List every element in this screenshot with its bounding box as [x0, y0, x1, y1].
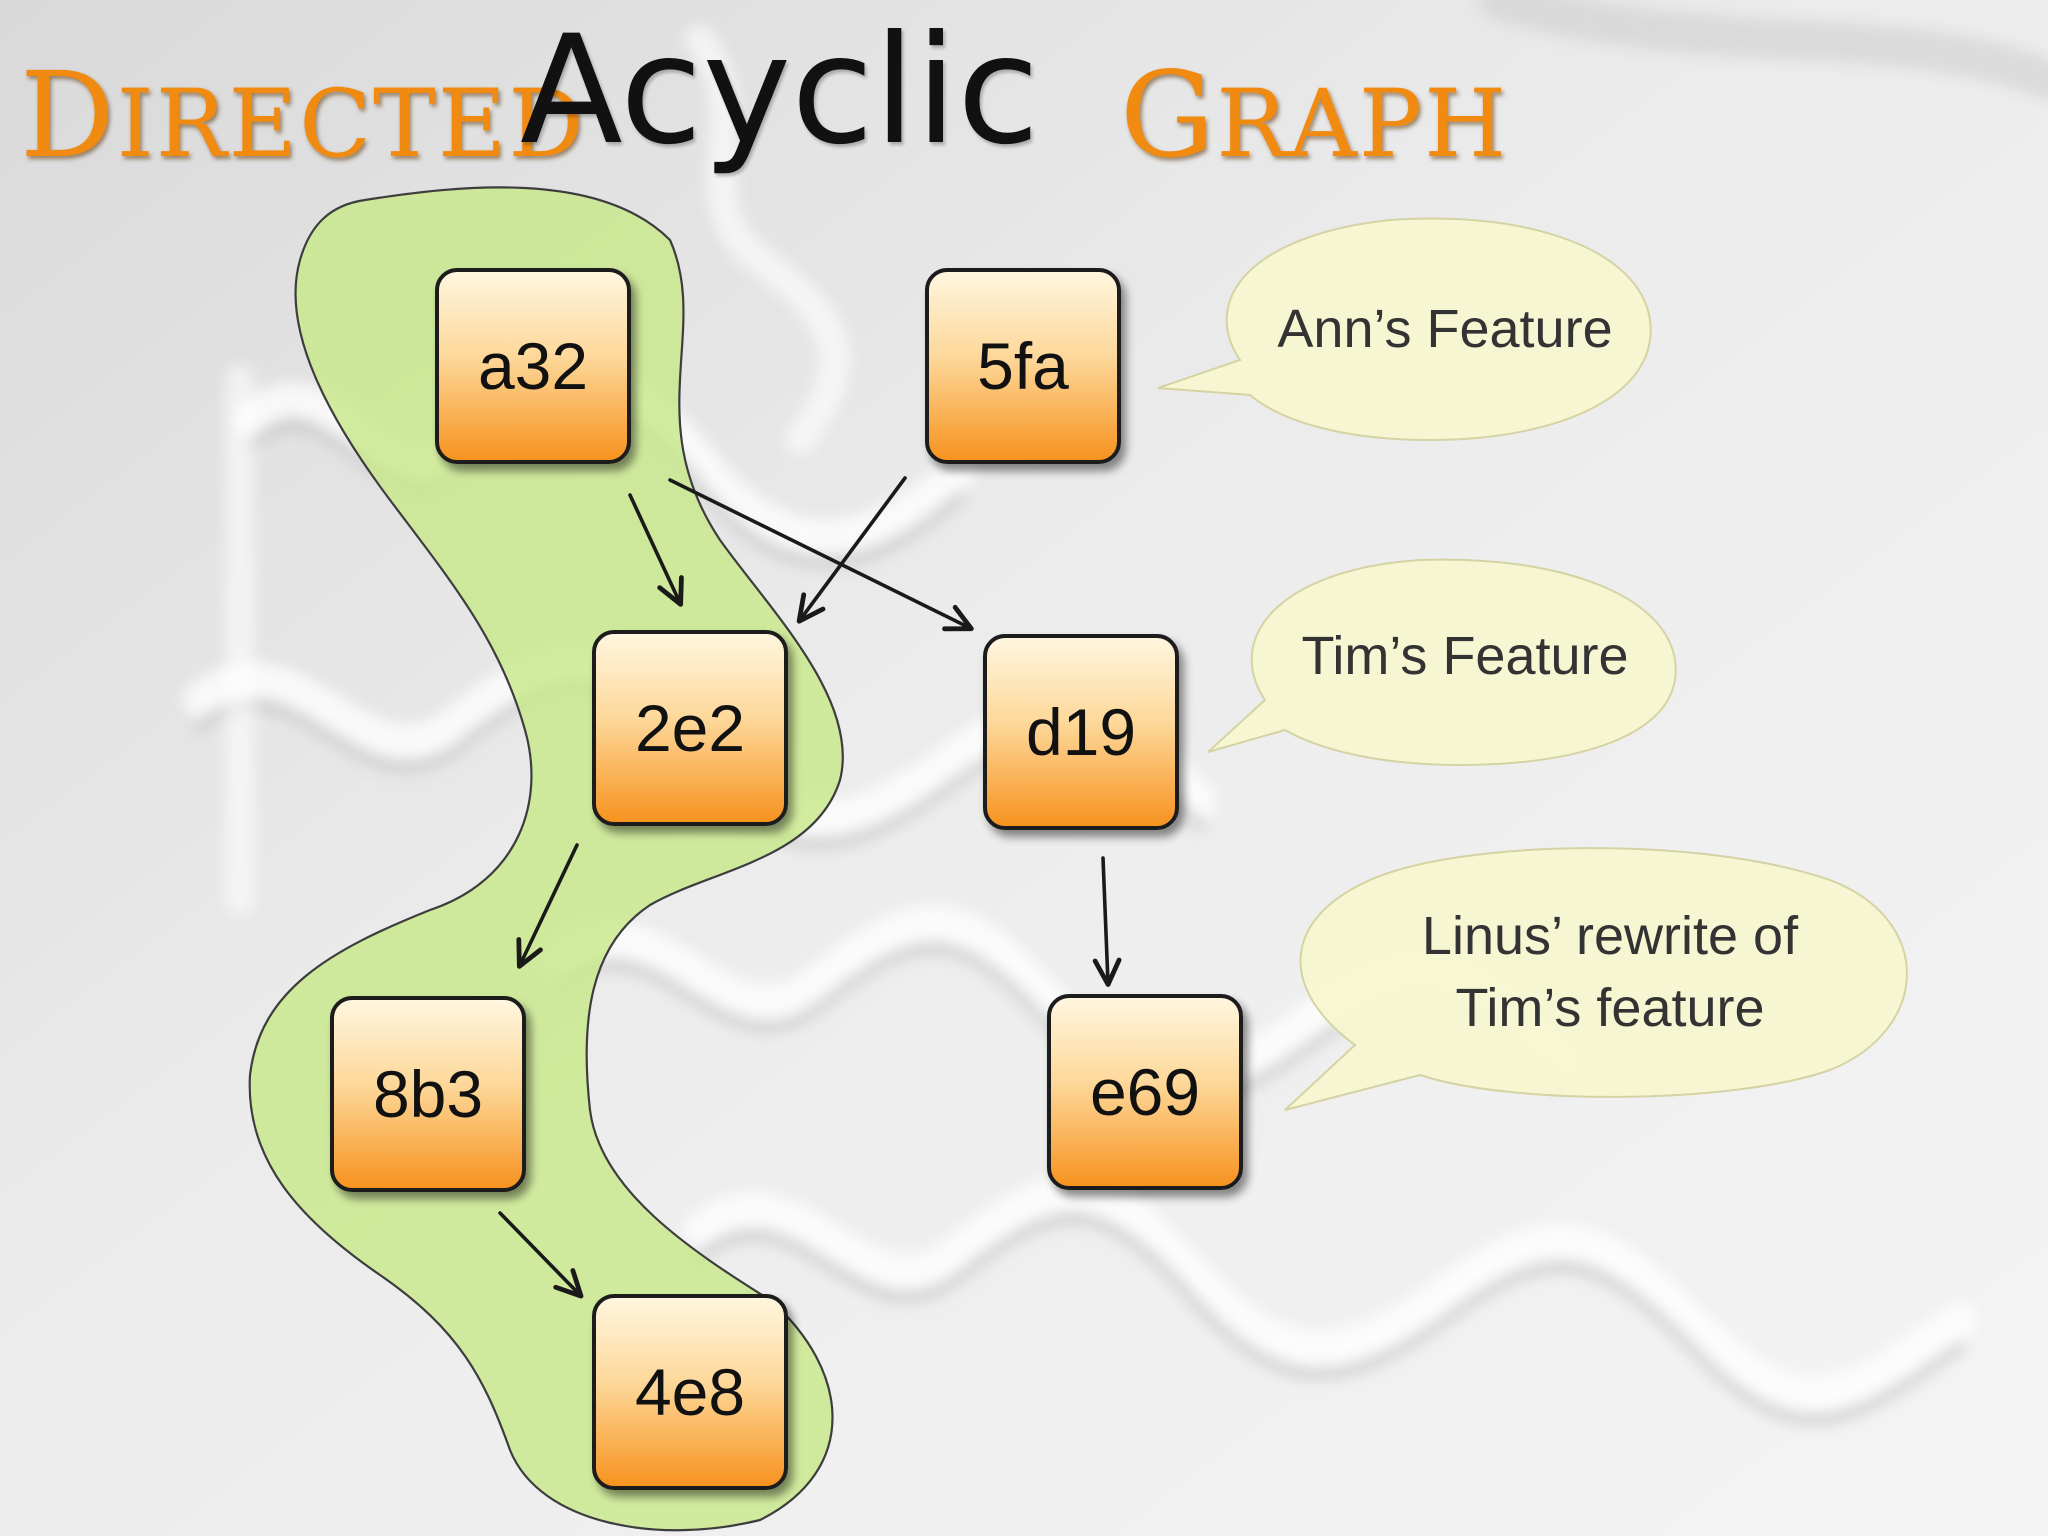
commit-node-d19[interactable]: d19 [983, 634, 1179, 830]
edges [498, 476, 1122, 1299]
commit-label-5fa: 5fa [977, 329, 1069, 403]
title-word-graph: GRAPH [1120, 46, 1509, 184]
callout-line: Tim’s Feature [1301, 626, 1629, 686]
edge-d19-e69 [1092, 856, 1122, 987]
commit-node-2e2[interactable]: 2e2 [592, 630, 788, 826]
commit-node-e69[interactable]: e69 [1047, 994, 1243, 1190]
callout-text-linus-rewrite: Linus’ rewrite of Tim’s feature [1360, 900, 1860, 1044]
commit-label-e69: e69 [1089, 1055, 1201, 1129]
edge-a32-2e2 [628, 493, 684, 607]
callout-bubble-anns-feature [1157, 217, 1652, 442]
commit-label-8b3: 8b3 [372, 1057, 484, 1131]
commit-node-a32[interactable]: a32 [435, 268, 631, 464]
edge-5fa-2e2 [796, 476, 907, 624]
callout-line: Linus’ rewrite of [1421, 906, 1799, 966]
highlight-path-region [248, 186, 844, 1532]
commit-label-2e2: 2e2 [634, 691, 746, 765]
edge-a32-d19 [668, 478, 974, 632]
commit-node-8b3[interactable]: 8b3 [330, 996, 526, 1192]
callout-line: Tim’s feature [1455, 978, 1765, 1038]
title-word-acyclic: Acyclic [520, 4, 1040, 178]
callout-bubble-linus-rewrite [1284, 847, 1908, 1111]
commit-node-5fa[interactable]: 5fa [925, 268, 1121, 464]
edge-2e2-8b3 [516, 843, 579, 969]
commit-label-a32: a32 [477, 329, 589, 403]
title-word-directed: DIRECTED [20, 46, 586, 184]
commit-label-d19: d19 [1025, 695, 1137, 769]
callout-line: Ann’s Feature [1277, 299, 1613, 359]
commit-node-4e8[interactable]: 4e8 [592, 1294, 788, 1490]
callout-text-anns-feature: Ann’s Feature [1250, 293, 1640, 365]
callout-bubble-tims-feature [1207, 558, 1677, 767]
callout-text-tims-feature: Tim’s Feature [1270, 620, 1660, 692]
commit-label-4e8: 4e8 [634, 1355, 746, 1429]
edge-8b3-4e8 [498, 1211, 584, 1299]
